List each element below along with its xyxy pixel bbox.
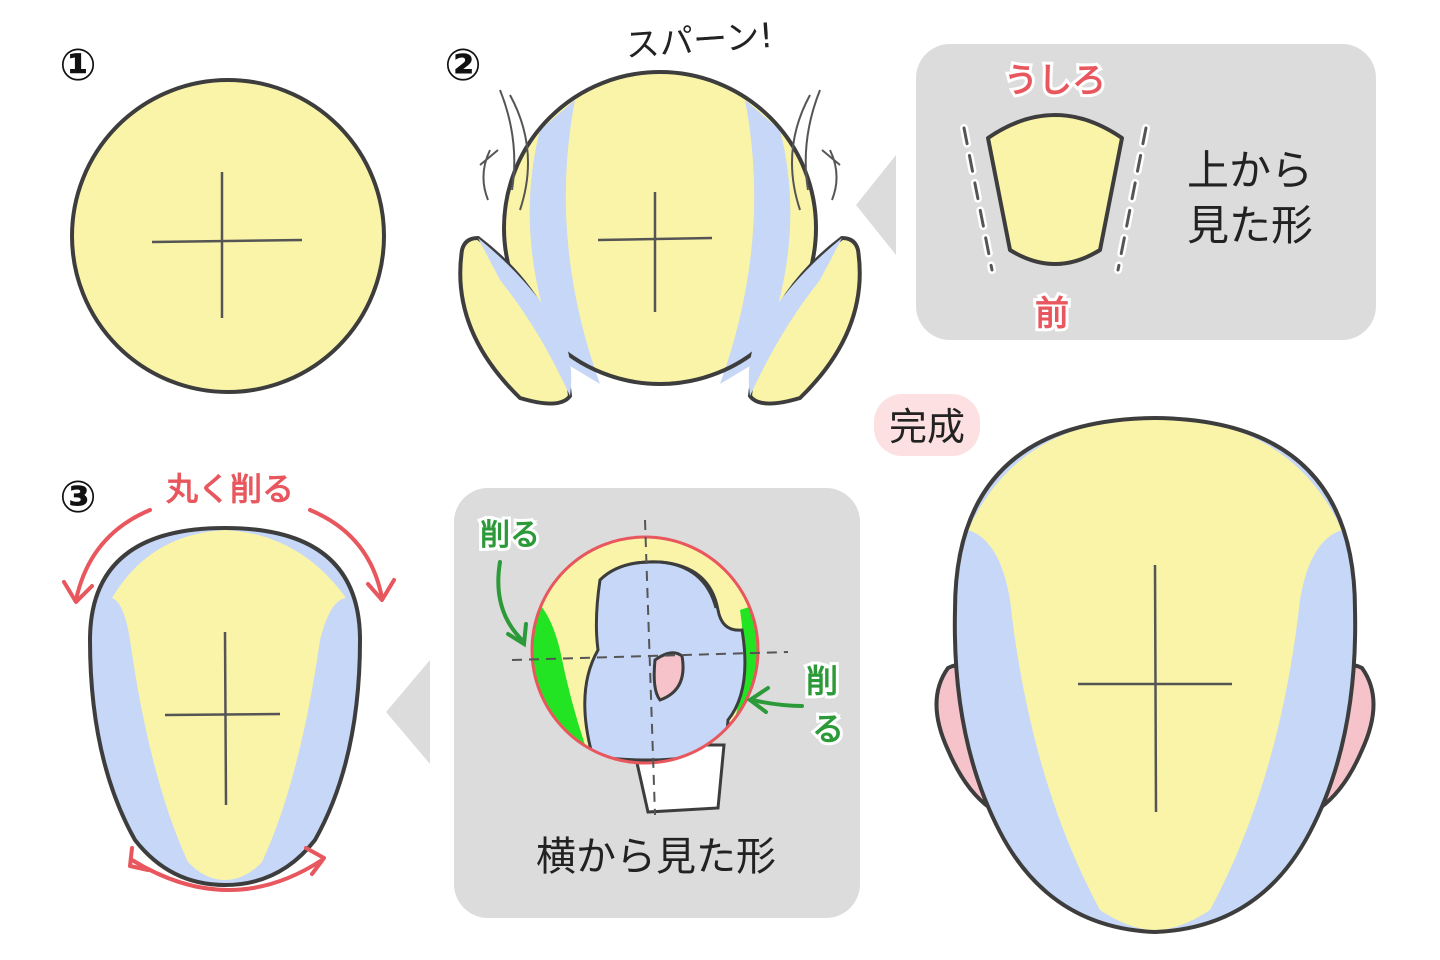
caption-line-2: 見た形 <box>1187 201 1313 250</box>
front-label: 前 <box>1035 294 1069 334</box>
step-1-number: ① <box>59 40 96 91</box>
side-view-panel: 削る 削 る 横から見た形 <box>386 488 860 918</box>
round-cut-label: 丸く削る <box>165 470 294 508</box>
step-2-panel: ② スパーン! <box>444 16 859 404</box>
cut-label-top: 削る <box>480 518 540 553</box>
step-1-panel: ① <box>59 40 384 392</box>
final-label: 完成 <box>889 405 965 449</box>
back-label: うしろ <box>1004 61 1106 101</box>
sound-effect-text: スパーン! <box>624 16 774 66</box>
cut-label-right-1: 削 <box>806 662 838 700</box>
step-3-panel: ③ 丸く削る <box>59 470 394 890</box>
cut-label-right-2: る <box>812 710 844 748</box>
top-view-panel: うしろ 前 上から 見た形 <box>856 44 1376 340</box>
final-panel: 完成 <box>874 394 1374 932</box>
step-3-number: ③ <box>59 472 96 523</box>
arrow-left-icon <box>856 155 896 255</box>
side-view-caption: 横から見た形 <box>536 834 776 880</box>
caption-line-1: 上から <box>1187 146 1313 195</box>
head-ball <box>72 80 384 392</box>
top-view-shape <box>988 115 1122 264</box>
arrow-left-icon <box>386 660 430 764</box>
step-2-number: ② <box>444 40 481 91</box>
